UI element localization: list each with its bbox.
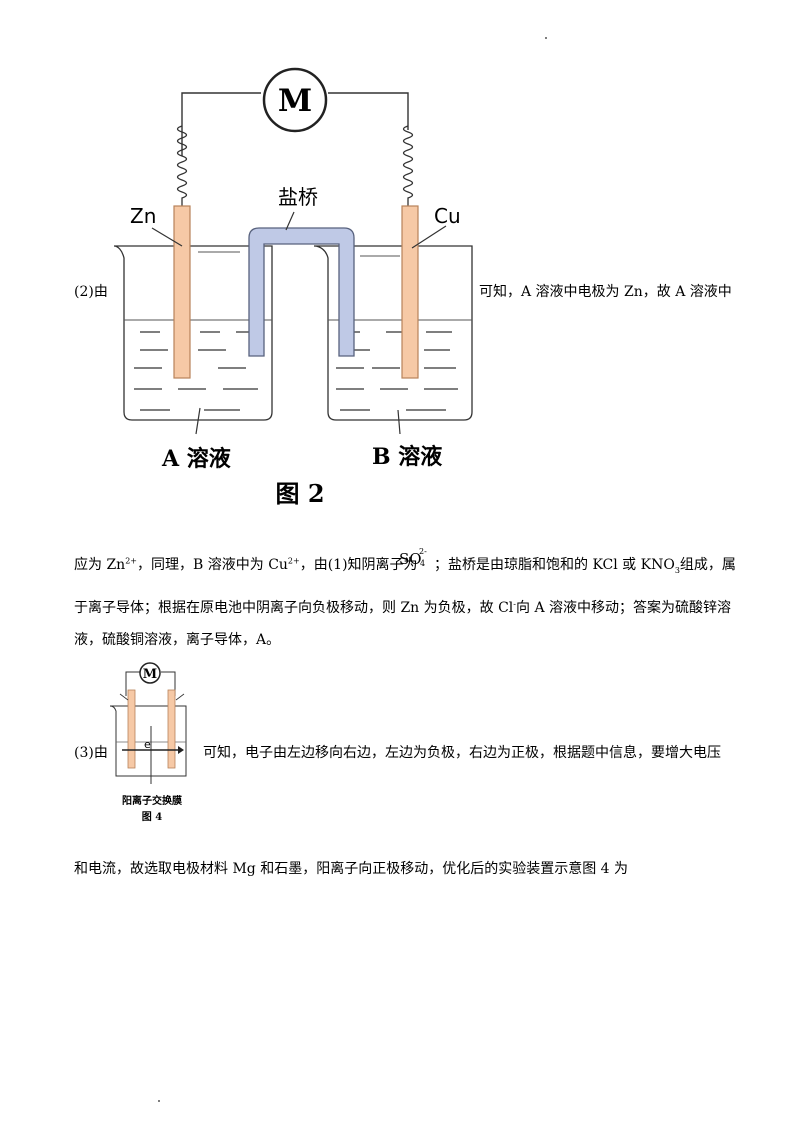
solution-a-dashes [134,331,258,411]
fig4-meter-circle [139,662,161,684]
q2-text: ，同理，B 溶液中为 Cu [137,557,288,573]
meter-label: M [278,83,312,119]
salt-bridge-label: 盐桥 [278,185,318,209]
solution-b-label: B 溶液 [372,444,442,470]
fig4-meter-label: M [143,667,157,682]
left-wire [181,92,261,156]
sulfate-subscript: 4 [420,559,426,568]
meter-circle [262,67,328,133]
left-spring [176,125,188,218]
figure-2-galvanic-cell: M Zn Cu 盐桥 A 溶液 B 溶液 图 2 [113,67,473,508]
cu-charge: 2+ [287,556,300,566]
q2-text: ；盐桥是由琼脂和饱和的 KCl 或 KNO [434,557,675,573]
zn-electrode [173,205,191,379]
zn-charge: 2+ [125,556,137,566]
q3-lead: (3)由 [74,745,108,761]
kno3-subscript: 3 [674,565,680,575]
fig4-right-leader [175,693,185,701]
cu-electrode [401,205,419,379]
beaker-a [113,245,273,421]
upper-beaker-marks [198,251,400,257]
q2-line3: 于离子导体；根据在原电池中阴离子向负极移动，则 Zn 为负极，故 Cl-向 A … [74,599,731,617]
right-spring [402,125,414,218]
q2-lead: (2)由 [74,284,108,300]
a-leader [195,407,201,435]
q2-line4: 液，硫酸铜溶液，离子导体，A。 [74,632,281,648]
salt-bridge [248,227,355,357]
salt-bridge-leader [285,211,295,231]
q3-line2: 和电流，故选取电极材料 Mg 和石墨，阳离子向正极移动，优化后的实验装置示意图 … [74,861,629,877]
sulfate-formula: SO 2- 4 [399,547,429,573]
sulfate-charge: 2- [419,547,427,556]
q3-after-figure: 可知，电子由左边移向右边，左边为负极，右边为正极，根据题中信息，要增大电压 [203,745,721,761]
chloride-charge: - [513,599,516,609]
figure-2-caption: 图 2 [275,479,324,508]
fig4-left-electrode [127,689,136,769]
q2-text: 于离子导体；根据在原电池中阴离子向负极移动，则 Zn 为负极，故 Cl [74,600,514,616]
zn-leader [151,227,183,247]
sulfate-base: SO [399,550,422,568]
fig4-left-wire [125,671,140,696]
fig4-right-wire [161,671,176,696]
q2-after-figure: 可知，A 溶液中电极为 Zn，故 A 溶液中 [479,284,732,300]
fig4-arrowhead [178,746,184,754]
fig4-left-leader [119,693,129,701]
beaker-b [313,245,473,421]
fig4-caption: 图 4 [142,811,162,823]
q2-line2-a: 应为 Zn2+，同理，B 溶液中为 Cu2+，由(1)知阴离子为 [74,556,418,574]
cu-label: Cu [434,204,461,228]
solution-b-dashes [336,331,458,411]
q2-line2-d: ；盐桥是由琼脂和饱和的 KCl 或 KNO3组成，属 [434,556,736,574]
q2-text: 向 A 溶液中移动；答案为硫酸锌溶 [516,600,732,616]
stray-dot [158,1100,160,1102]
fig4-electron-label: e [144,738,151,751]
q2-text: 组成，属 [679,557,736,573]
stray-dot [545,37,547,39]
q2-text: 应为 Zn [74,557,126,573]
b-leader [397,409,401,435]
fig4-right-electrode [167,689,176,769]
fig4-membrane-label: 阳离子交换膜 [122,794,182,807]
right-wire [328,92,409,130]
q2-text: ，由(1)知阴离子为 [299,557,418,573]
cu-leader [411,225,447,249]
zn-label: Zn [130,204,156,228]
solution-a-label: A 溶液 [161,446,231,472]
figure-4-cell: M e 阳离子交换膜 图 4 [109,662,187,823]
